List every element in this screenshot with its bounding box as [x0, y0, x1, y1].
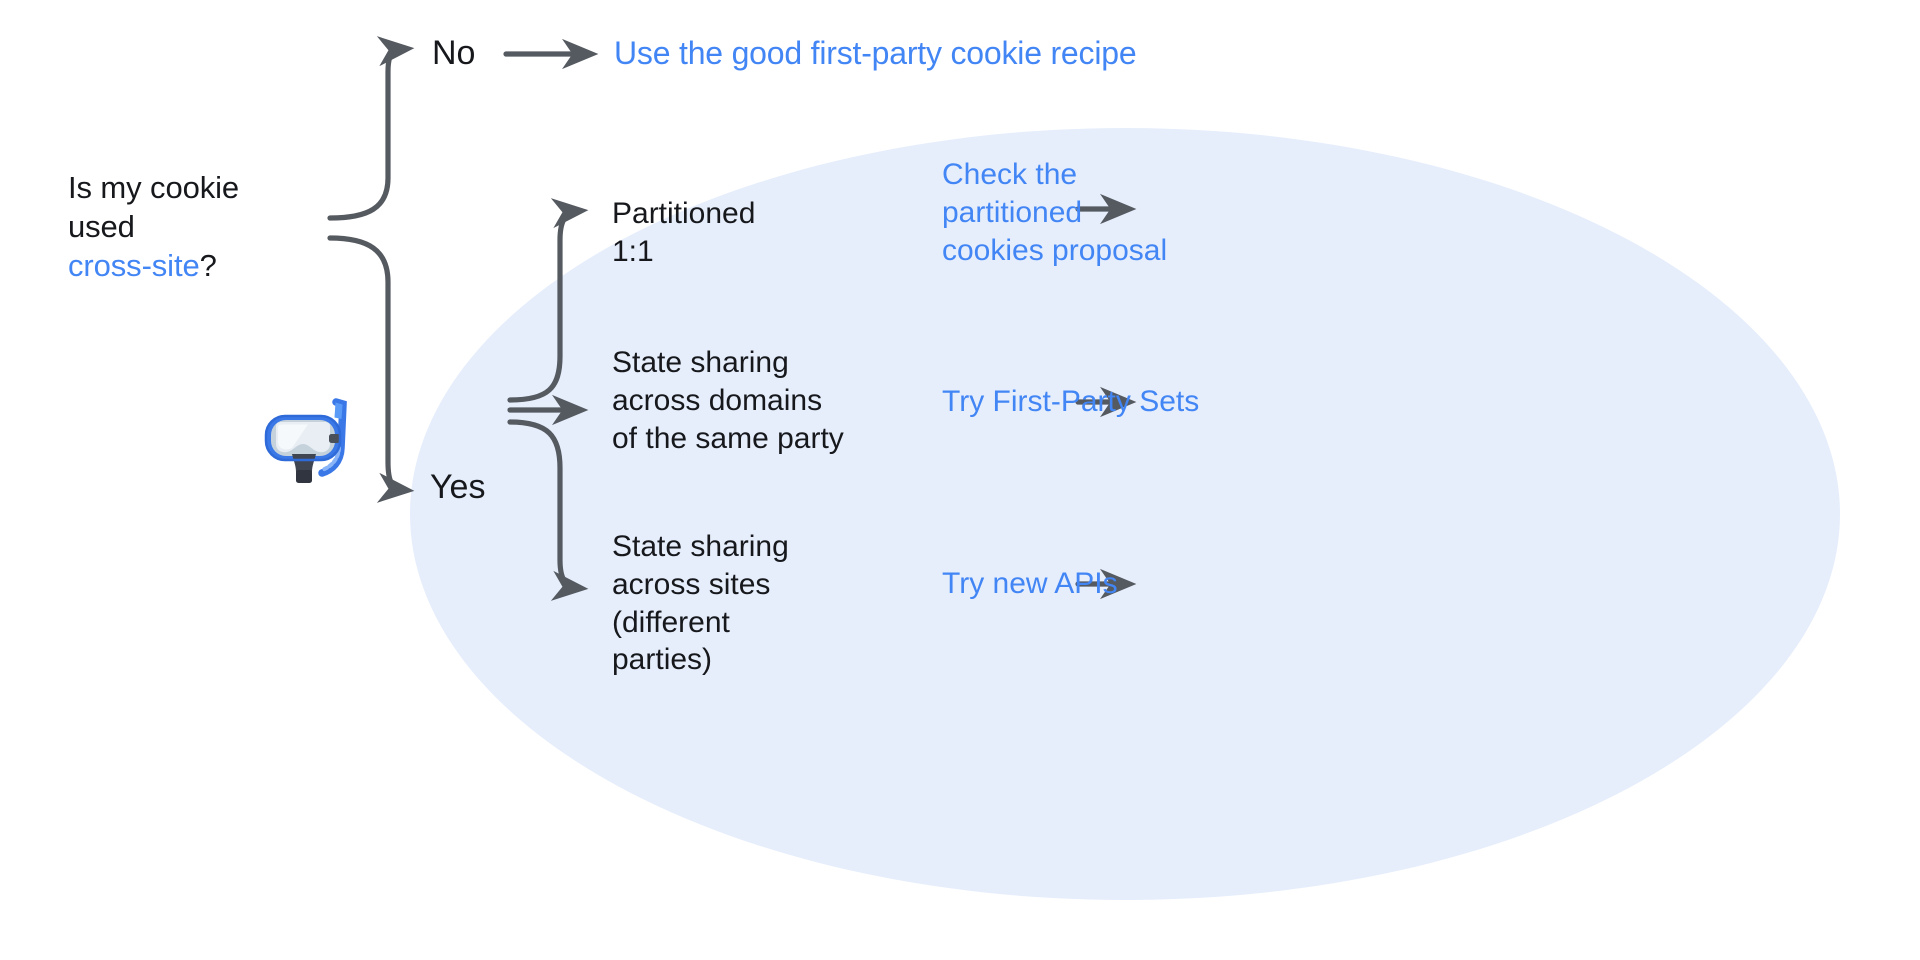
- outcome-partitioned-cookies-proposal[interactable]: Check the partitioned cookies proposal: [942, 158, 1168, 267]
- condition-state-sharing-across-domains: State sharing across domains of the same…: [612, 346, 844, 455]
- question-line1: Is my cookie: [68, 170, 240, 205]
- question-line2: used: [68, 209, 135, 245]
- question-accent-cross-site: cross-site: [68, 248, 200, 284]
- question-text: Is my cookie used cross-site?: [68, 168, 368, 285]
- condition-state-sharing-across-sites: State sharing across sites (different pa…: [612, 530, 789, 677]
- condition-partitioned-1-1: Partitioned 1:1: [612, 197, 756, 268]
- branch-label-yes: Yes: [430, 468, 486, 506]
- branch-label-no: No: [432, 34, 476, 72]
- outcome-first-party-sets[interactable]: Try First-Party Sets: [942, 385, 1200, 418]
- highlight-ellipse: [410, 128, 1840, 900]
- diving-mask-icon: [252, 382, 364, 494]
- question-suffix: ?: [199, 248, 217, 284]
- outcome-new-apis[interactable]: Try new APIs: [942, 567, 1118, 600]
- outcome-first-party-cookie-recipe[interactable]: Use the good first-party cookie recipe: [614, 35, 1137, 71]
